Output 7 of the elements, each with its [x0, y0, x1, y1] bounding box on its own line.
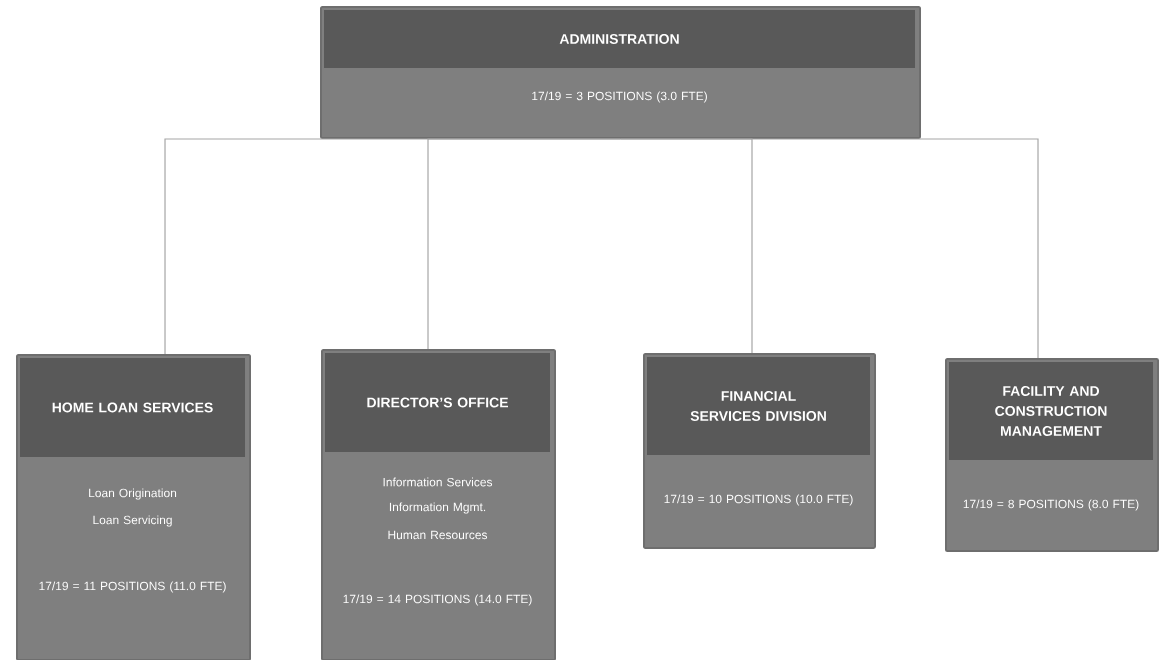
connector-line [427, 138, 622, 350]
org-box: DIRECTOR’S OFFICE Information Services Information Mgmt. Human Resources 17/19 = 14 POSITIONS (14.0 FTE) [321, 349, 556, 660]
org-box: FINANCIAL SERVICES DIVISION 17/19 = 10 POSITIONS (10.0 FTE) [643, 353, 876, 549]
org-box: ADMINISTRATION 17/19 = 3 POSITIONS (3.0 FTE) [320, 6, 921, 139]
org-box: FACILITY AND CONSTRUCTION MANAGEMENT 17/19 = 8 POSITIONS (8.0 FTE) [945, 358, 1159, 552]
org-box: HOME LOAN SERVICES Loan Origination Loan Servicing 17/19 = 11 POSITIONS (11.0 FTE) [16, 354, 251, 660]
connector-line [619, 138, 1039, 359]
